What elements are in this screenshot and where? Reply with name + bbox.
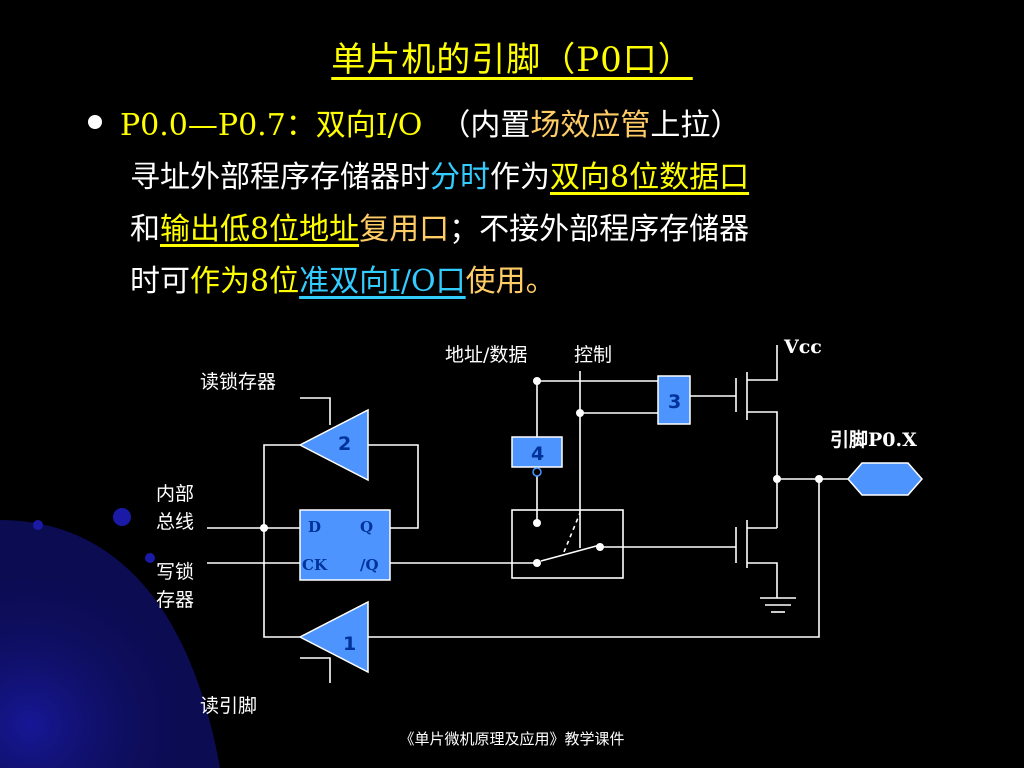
title-main: 单片机的引脚 bbox=[331, 40, 542, 80]
ff-d-label: D bbox=[308, 518, 321, 536]
label-control: 控制 bbox=[574, 344, 612, 366]
para-text-10: 作为8位 bbox=[190, 264, 300, 299]
junction-dots bbox=[260, 377, 823, 567]
para-highlight-time-share: 分时 bbox=[430, 160, 490, 195]
para-highlight-address: 输出低8位地址 bbox=[160, 212, 360, 247]
para-highlight-mux: 复用口 bbox=[359, 212, 450, 247]
gate-4 bbox=[511, 436, 563, 468]
d-flip-flop bbox=[299, 509, 391, 581]
para-text-3: 作为 bbox=[490, 160, 550, 195]
label-pin: 引脚P0.X bbox=[830, 429, 917, 451]
bullet-device: 场效应管 bbox=[530, 108, 651, 143]
buffer-2-label: 2 bbox=[338, 433, 351, 455]
bullet-paren-open: （内置 bbox=[440, 108, 531, 143]
buffer-1-triangle bbox=[298, 600, 369, 674]
gate-4-inverter-bubble bbox=[532, 467, 542, 477]
label-address-data: 地址/数据 bbox=[445, 344, 527, 366]
bullet-paren-close: 上拉） bbox=[650, 108, 741, 143]
para-text-9: 时可 bbox=[130, 264, 190, 299]
gate-3 bbox=[657, 375, 691, 425]
para-text-12: 使用。 bbox=[465, 264, 556, 299]
content-text: P0.0—P0.7：双向I/O （内置场效应管上拉） 寻址外部程序存储器时分时作… bbox=[88, 100, 968, 308]
bullet-item: P0.0—P0.7：双向I/O （内置场效应管上拉） bbox=[88, 100, 968, 152]
gate-4-label: 4 bbox=[531, 443, 544, 465]
para-text-1: 寻址外部程序存储器时 bbox=[130, 160, 430, 195]
title-port: （P0口） bbox=[541, 40, 693, 80]
para-text-5: 和 bbox=[130, 212, 160, 247]
para-highlight-quasi-io: 准双向I/O口 bbox=[299, 264, 466, 299]
ff-q-label: Q bbox=[360, 518, 373, 536]
bullet-icon bbox=[88, 115, 102, 129]
label-internal-bus-1: 内部 bbox=[156, 483, 194, 505]
label-read-latch: 读锁存器 bbox=[200, 371, 276, 393]
label-vcc: Vcc bbox=[783, 336, 822, 358]
footer: 《单片微机原理及应用》教学课件 bbox=[399, 730, 625, 748]
label-write-latch-2: 存器 bbox=[156, 589, 194, 611]
label-internal-bus-2: 总线 bbox=[156, 511, 194, 533]
para-text-8: ；不接外部程序存储器 bbox=[449, 212, 750, 247]
label-write-latch-1: 写锁 bbox=[156, 561, 194, 583]
pin-connector bbox=[847, 462, 923, 496]
bullet-head: P0.0—P0.7：双向I/O bbox=[120, 108, 423, 143]
ff-nq-label: /Q bbox=[360, 556, 379, 574]
description-paragraph: 寻址外部程序存储器时分时作为双向8位数据口 和输出低8位地址复用口；不接外部程序… bbox=[130, 152, 968, 308]
buffer-1-label: 1 bbox=[343, 633, 356, 655]
para-highlight-data-port: 双向8位数据口 bbox=[550, 160, 750, 195]
label-read-pin: 读引脚 bbox=[200, 695, 257, 717]
gate-3-label: 3 bbox=[668, 391, 681, 413]
ff-ck-label: CK bbox=[302, 556, 328, 574]
slide-title: 单片机的引脚（P0口） bbox=[0, 32, 1024, 81]
buffer-2-triangle bbox=[298, 408, 369, 482]
